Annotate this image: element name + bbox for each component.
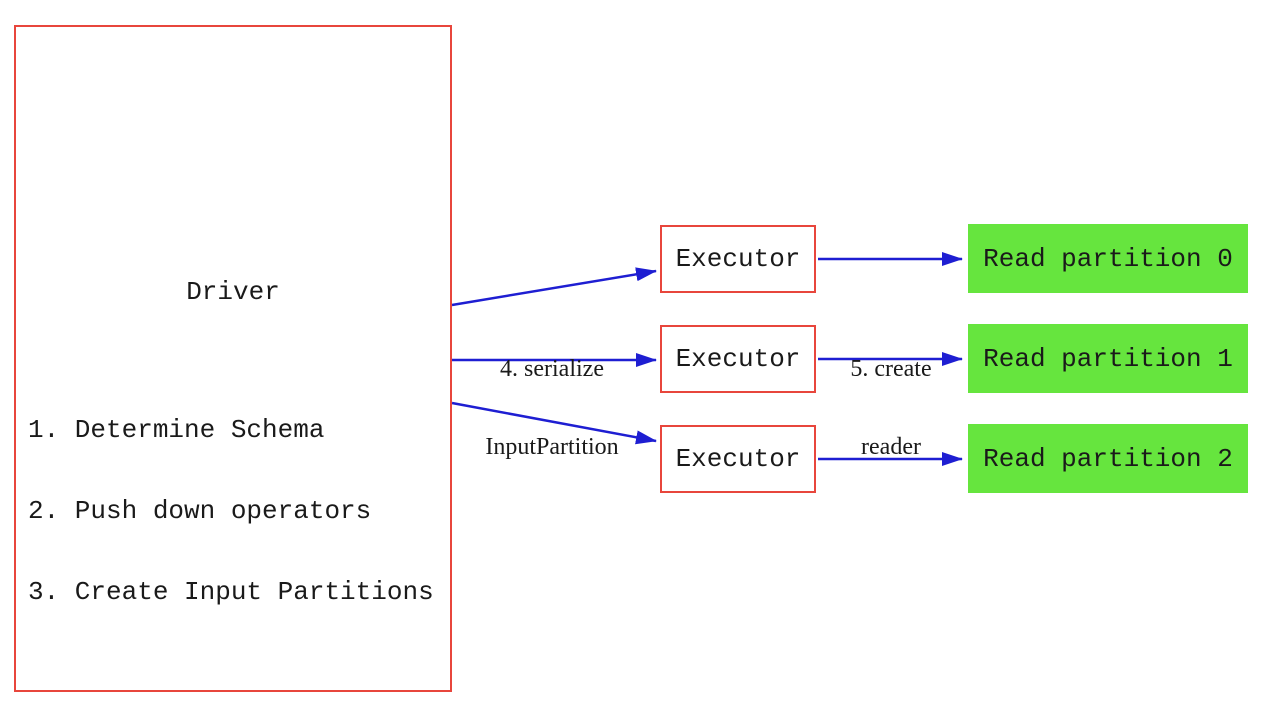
executor-node-1: Executor — [660, 225, 816, 293]
arrow-driver-to-executor-1 — [451, 267, 657, 307]
edge-label-line: reader — [861, 434, 921, 460]
edge-label-line: 4. serialize — [500, 356, 604, 382]
edge-label-create-reader: 5. create reader — [850, 304, 931, 512]
executor-node-2: Executor — [660, 325, 816, 393]
edge-label-line: InputPartition — [485, 434, 619, 460]
driver-step-1: 1. Determine Schema — [28, 415, 325, 445]
executor-label: Executor — [675, 444, 801, 474]
driver-step-2: 2. Push down operators — [28, 496, 372, 526]
edge-label-serialize-inputpartition: 4. serialize InputPartition — [485, 304, 618, 512]
executor-node-3: Executor — [660, 425, 816, 493]
executor-label: Executor — [675, 244, 801, 274]
read-partition-label: Read partition 2 — [983, 443, 1233, 474]
executor-label: Executor — [675, 344, 801, 374]
driver-title: Driver — [186, 277, 280, 307]
driver-steps: 1. Determine Schema 2. Push down operato… — [28, 363, 434, 660]
read-partition-node-0: Read partition 0 — [968, 224, 1248, 293]
read-partition-node-1: Read partition 1 — [968, 324, 1248, 393]
driver-step-3: 3. Create Input Partitions — [28, 577, 434, 607]
read-partition-label: Read partition 0 — [983, 243, 1233, 274]
edge-label-line: 5. create — [850, 356, 932, 382]
read-partition-label: Read partition 1 — [983, 343, 1233, 374]
driver-node: Driver 1. Determine Schema 2. Push down … — [14, 25, 452, 692]
read-partition-node-2: Read partition 2 — [968, 424, 1248, 493]
